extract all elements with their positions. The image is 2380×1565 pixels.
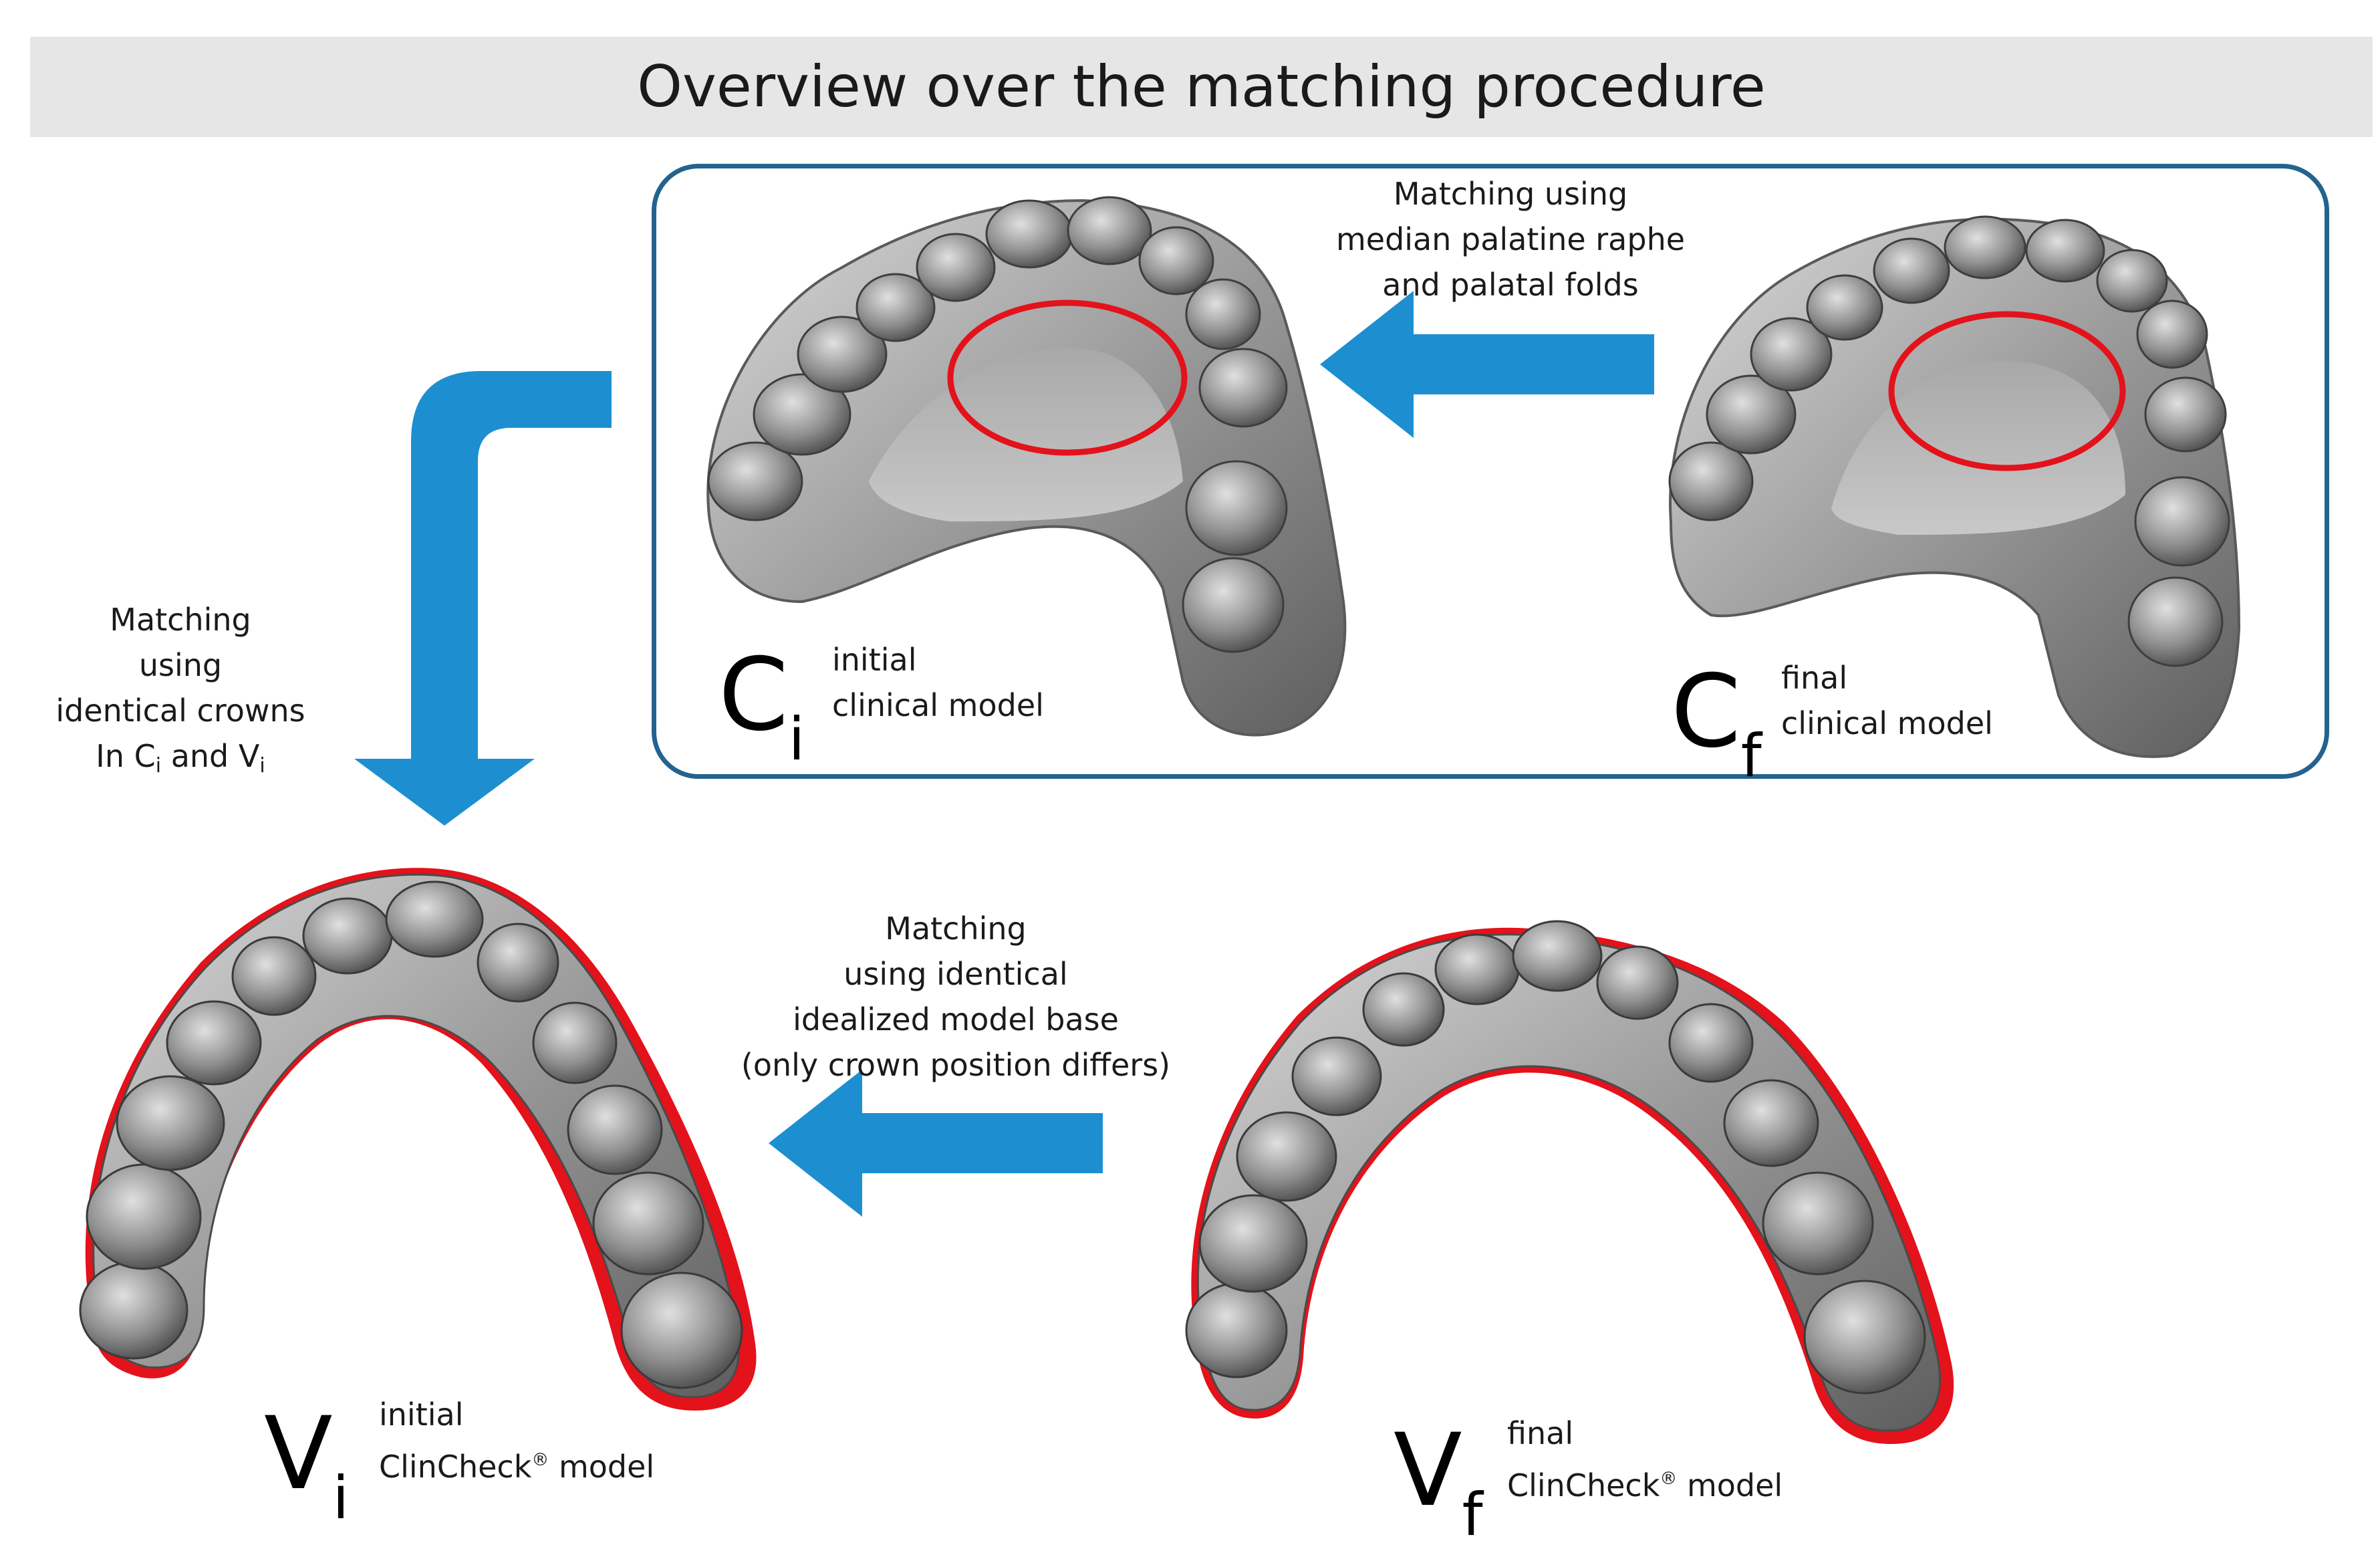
model-description-vf: final ClinCheck® model <box>1507 1415 1783 1503</box>
caption-line: idealized model base <box>793 1001 1119 1038</box>
caption-line: Matching <box>110 602 251 638</box>
model-description-cf: final clinical model <box>1781 660 1993 741</box>
final-clinccheck-model-image <box>1185 920 1954 1444</box>
title-bar: Overview over the matching procedure <box>30 37 2373 137</box>
caption-line: identical crowns <box>55 693 305 729</box>
caption-line: using identical <box>843 956 1068 992</box>
model-description-vi: initial ClinCheck® model <box>379 1397 655 1485</box>
caption-line: and palatal folds <box>1382 267 1639 303</box>
arrow-cf-to-ci <box>1320 291 1654 438</box>
model-description-ci: initial clinical model <box>832 642 1044 723</box>
palatal-region-highlight-initial <box>947 299 1188 456</box>
caption-line: In Ci and Vi <box>96 738 265 777</box>
clinical-models-frame <box>652 164 2329 779</box>
arrow-vf-to-vi <box>769 1070 1103 1217</box>
palatal-region-highlight-final <box>1888 311 2126 471</box>
transfer-matching-caption: Matching using identical crowns In Ci an… <box>40 597 321 789</box>
page-title: Overview over the matching procedure <box>637 53 1766 120</box>
initial-clinccheck-model-image <box>79 868 757 1411</box>
caption-line: median palatine raphe <box>1335 221 1686 257</box>
caption-line: (only crown position differs) <box>741 1047 1171 1083</box>
arrow-ci-to-vi <box>354 371 612 826</box>
caption-line: Matching using <box>1393 176 1628 212</box>
model-label-vf: Vf <box>1394 1413 1483 1549</box>
model-label-ci: Ci <box>718 637 805 773</box>
caption-line: using <box>138 647 223 683</box>
initial-clinical-model-image <box>706 196 1347 737</box>
final-clinical-model-image <box>1668 215 2241 758</box>
model-label-cf: Cf <box>1671 654 1762 790</box>
model-label-vi: Vi <box>264 1396 350 1532</box>
clinical-matching-caption: Matching using median palatine raphe and… <box>1310 171 1711 308</box>
caption-line: Matching <box>885 911 1027 947</box>
virtual-matching-caption: Matching using identical idealized model… <box>722 906 1190 1088</box>
diagram-canvas <box>79 196 2241 1444</box>
